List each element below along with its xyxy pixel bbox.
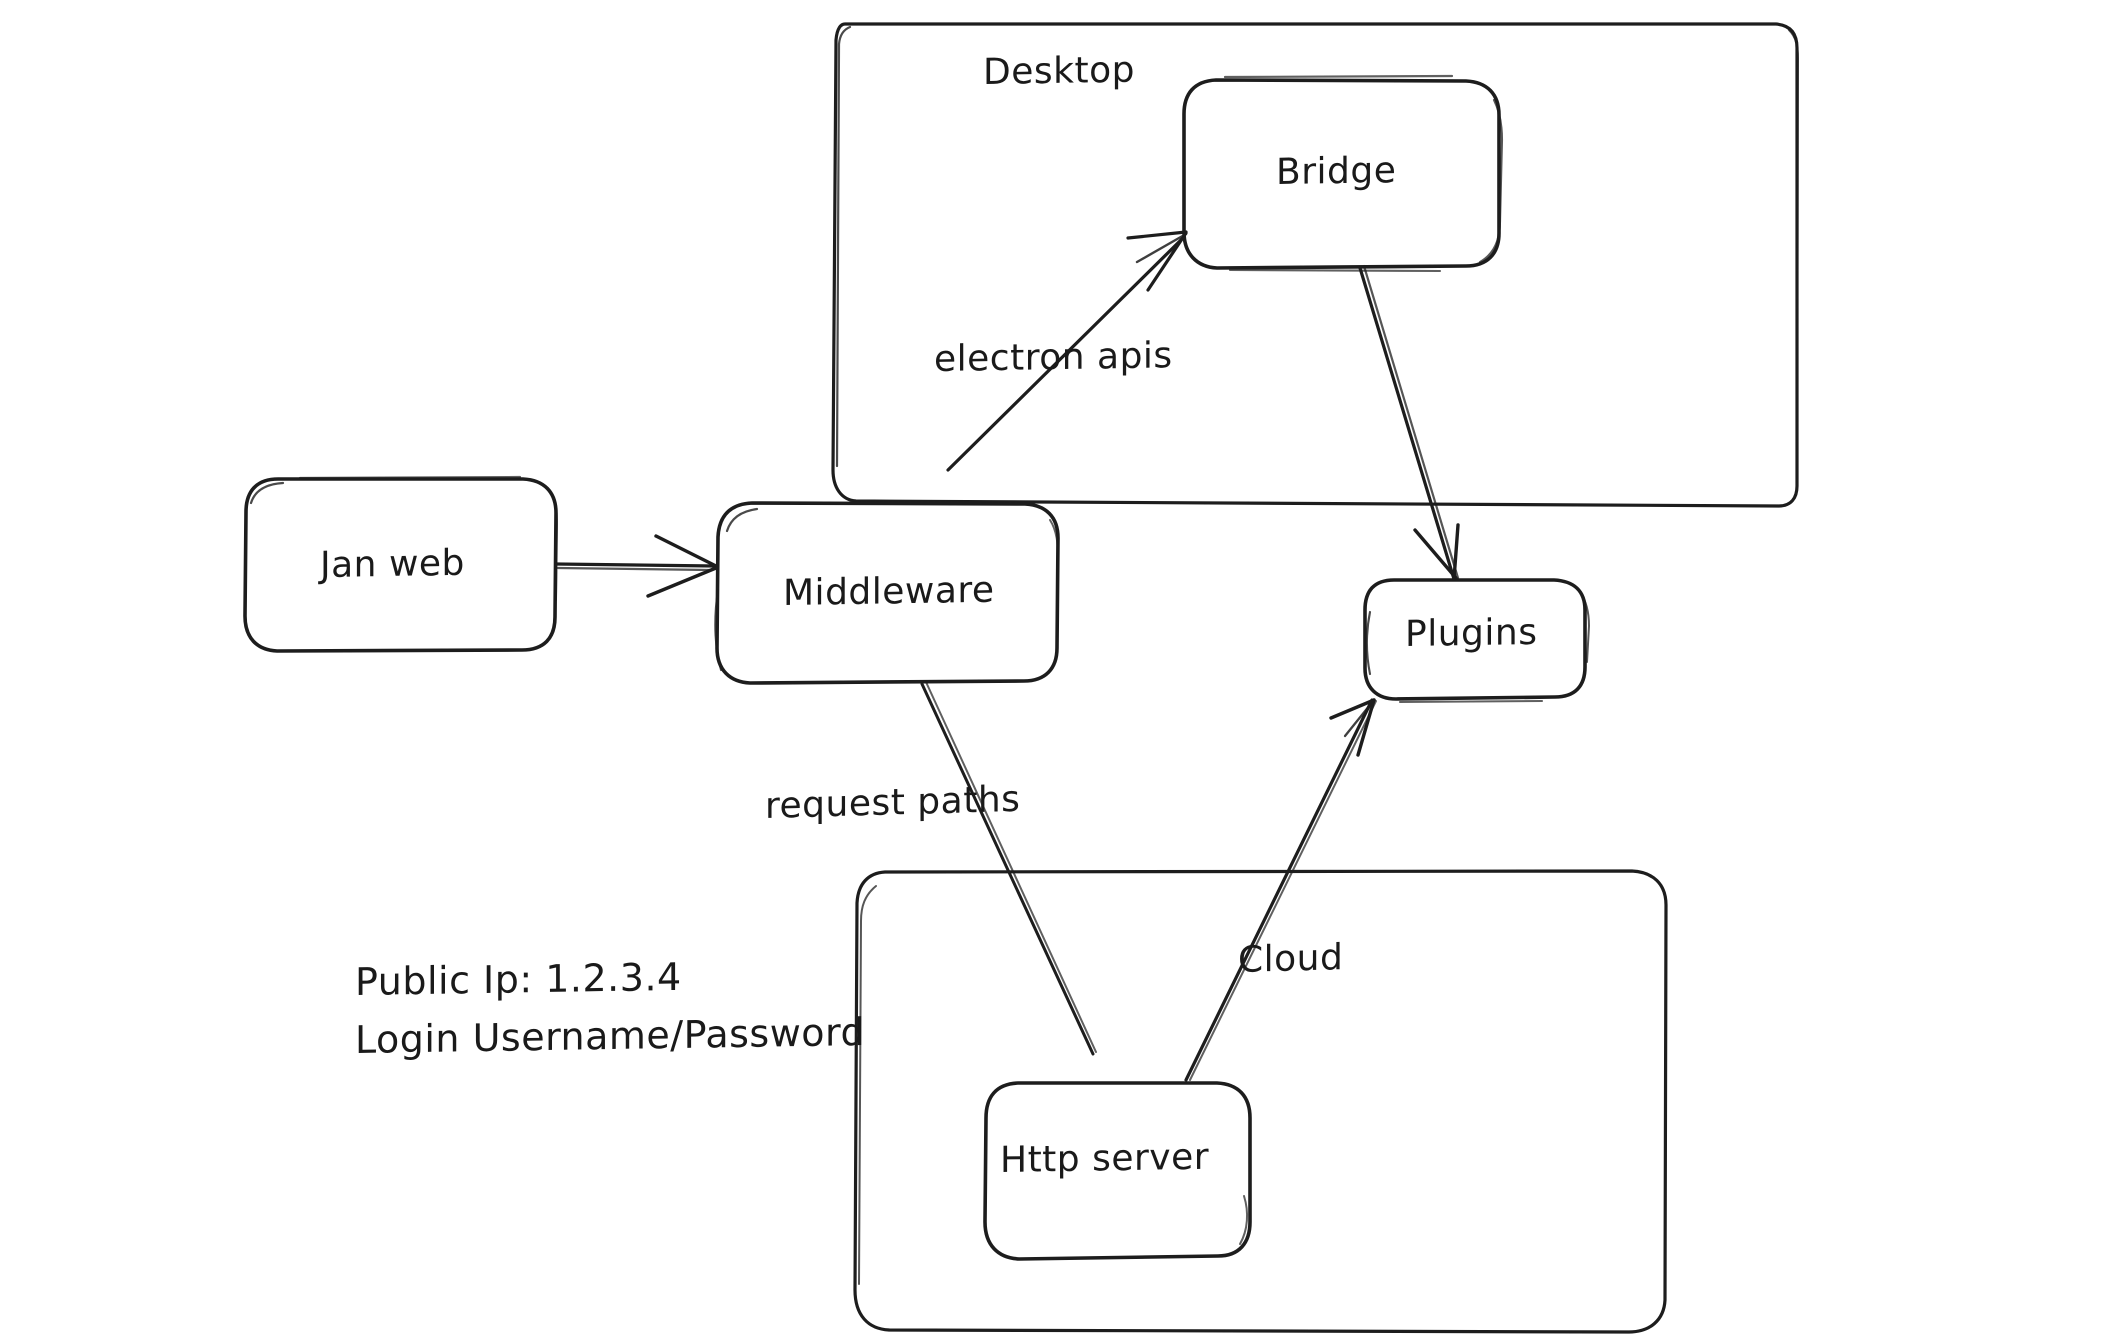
- node-plugins-outline: [1363, 578, 1590, 704]
- group-label-desktop: Desktop: [983, 49, 1135, 93]
- edge-label-electron-apis: electron apis: [934, 335, 1173, 380]
- edge-electron-apis-to-bridge: [946, 230, 1188, 472]
- node-label-jan-web[interactable]: Jan web: [320, 542, 465, 586]
- node-label-bridge[interactable]: Bridge: [1276, 150, 1397, 193]
- edge-middleware-to-http-server: [920, 681, 1097, 1056]
- note-login-credentials: Login Username/Password: [355, 1009, 866, 1062]
- node-label-middleware[interactable]: Middleware: [783, 569, 995, 614]
- node-middleware-outline: [714, 501, 1060, 685]
- note-public-ip: Public Ip: 1.2.3.4: [355, 954, 682, 1004]
- node-bridge-outline: [1182, 74, 1504, 273]
- edge-http-server-to-plugins: [1184, 698, 1377, 1082]
- group-desktop-outline: [831, 22, 1799, 508]
- group-cloud-outline: [853, 869, 1668, 1334]
- node-http-server-outline: [983, 1081, 1252, 1261]
- node-label-http-server[interactable]: Http server: [1000, 1136, 1210, 1181]
- node-jan-web-outline: [243, 475, 558, 653]
- node-label-plugins[interactable]: Plugins: [1405, 611, 1538, 655]
- edge-label-request-paths: request paths: [765, 778, 1021, 827]
- edge-label-cloud: Cloud: [1238, 937, 1344, 981]
- edge-jan-web-to-middleware: [554, 534, 718, 598]
- edge-bridge-to-plugins: [1358, 264, 1460, 581]
